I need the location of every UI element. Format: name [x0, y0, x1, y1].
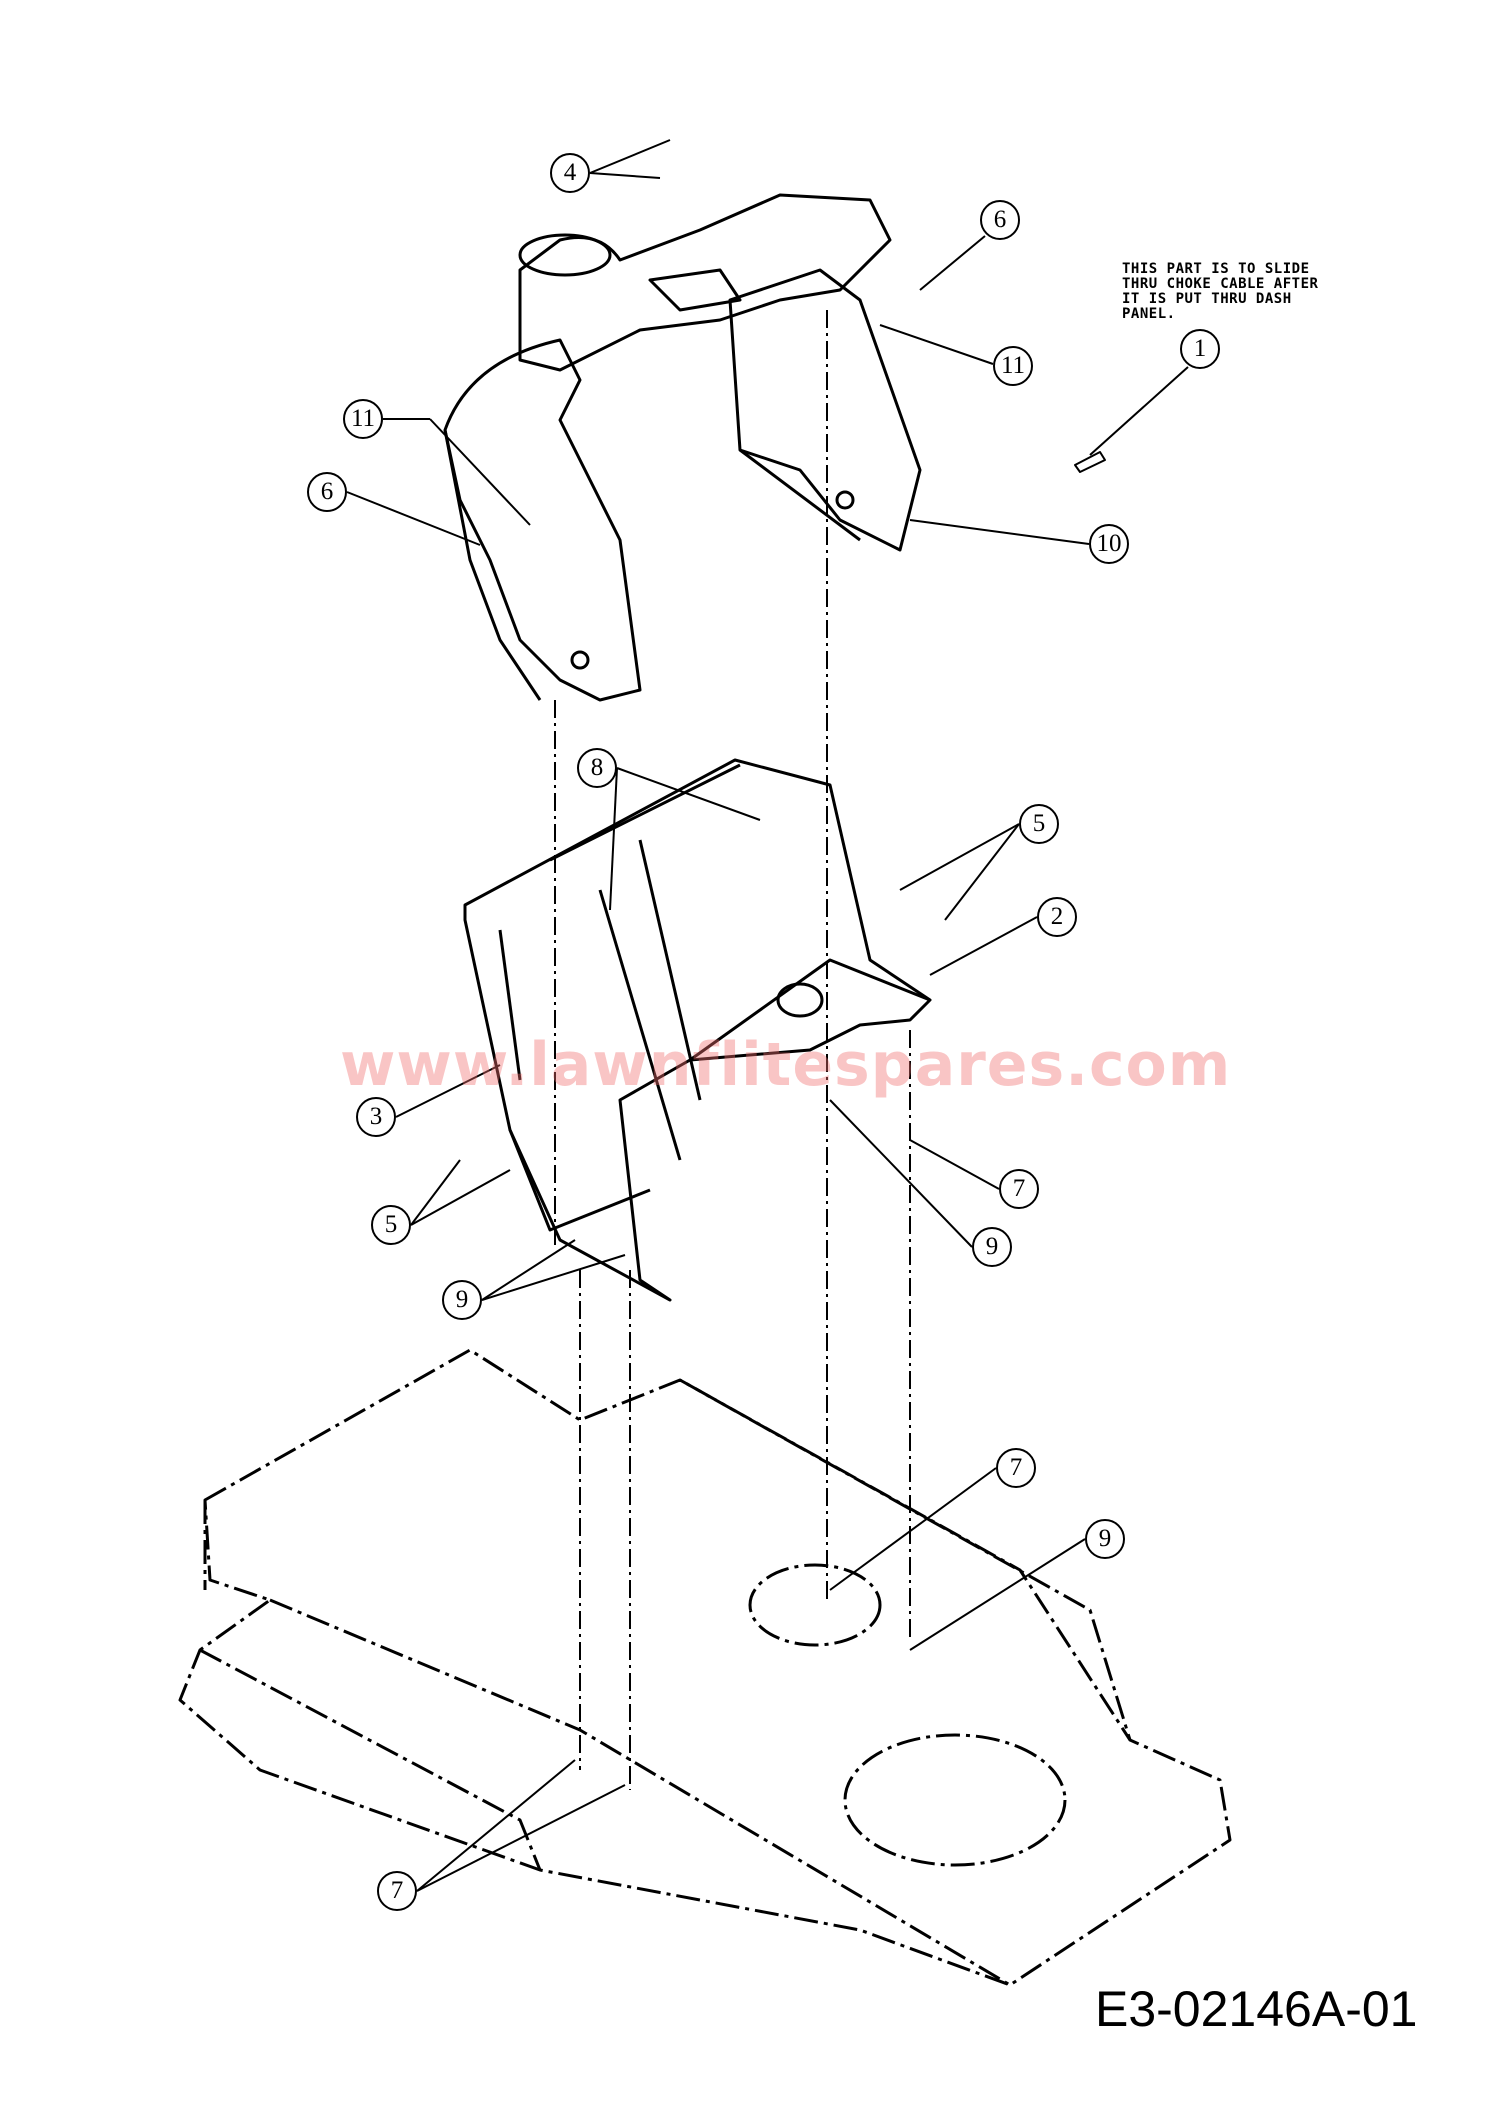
dash-panel: [443, 193, 922, 702]
watermark: www.lawnflitespares.com: [340, 1030, 1232, 1100]
callout-7: 7: [999, 1169, 1039, 1209]
callout-4: 4: [550, 153, 590, 193]
callout-5: 5: [1019, 804, 1059, 844]
drawing-code: E3-02146A-01: [1095, 1981, 1418, 2037]
callout-8: 8: [577, 748, 617, 788]
callout-5: 5: [371, 1205, 411, 1245]
callout-11: 11: [343, 399, 383, 439]
callout-1: 1: [1180, 329, 1220, 369]
frame: [178, 1348, 1232, 1987]
callout-10: 10: [1089, 524, 1129, 564]
alignment-lines: [554, 310, 911, 1790]
leader-lines: [346, 139, 1189, 1892]
callout-6: 6: [980, 200, 1020, 240]
callout-6: 6: [307, 472, 347, 512]
callout-7: 7: [377, 1871, 417, 1911]
callout-9: 9: [1085, 1519, 1125, 1559]
callout-3: 3: [356, 1097, 396, 1137]
callout-11: 11: [993, 346, 1033, 386]
callout-9: 9: [972, 1227, 1012, 1267]
support-bracket: [463, 758, 932, 1302]
callout-9: 9: [442, 1280, 482, 1320]
callout-7: 7: [996, 1448, 1036, 1488]
choke-cable-clip: [1074, 451, 1106, 473]
callout-2: 2: [1037, 897, 1077, 937]
assembly-note: THIS PART IS TO SLIDE THRU CHOKE CABLE A…: [1122, 261, 1319, 322]
